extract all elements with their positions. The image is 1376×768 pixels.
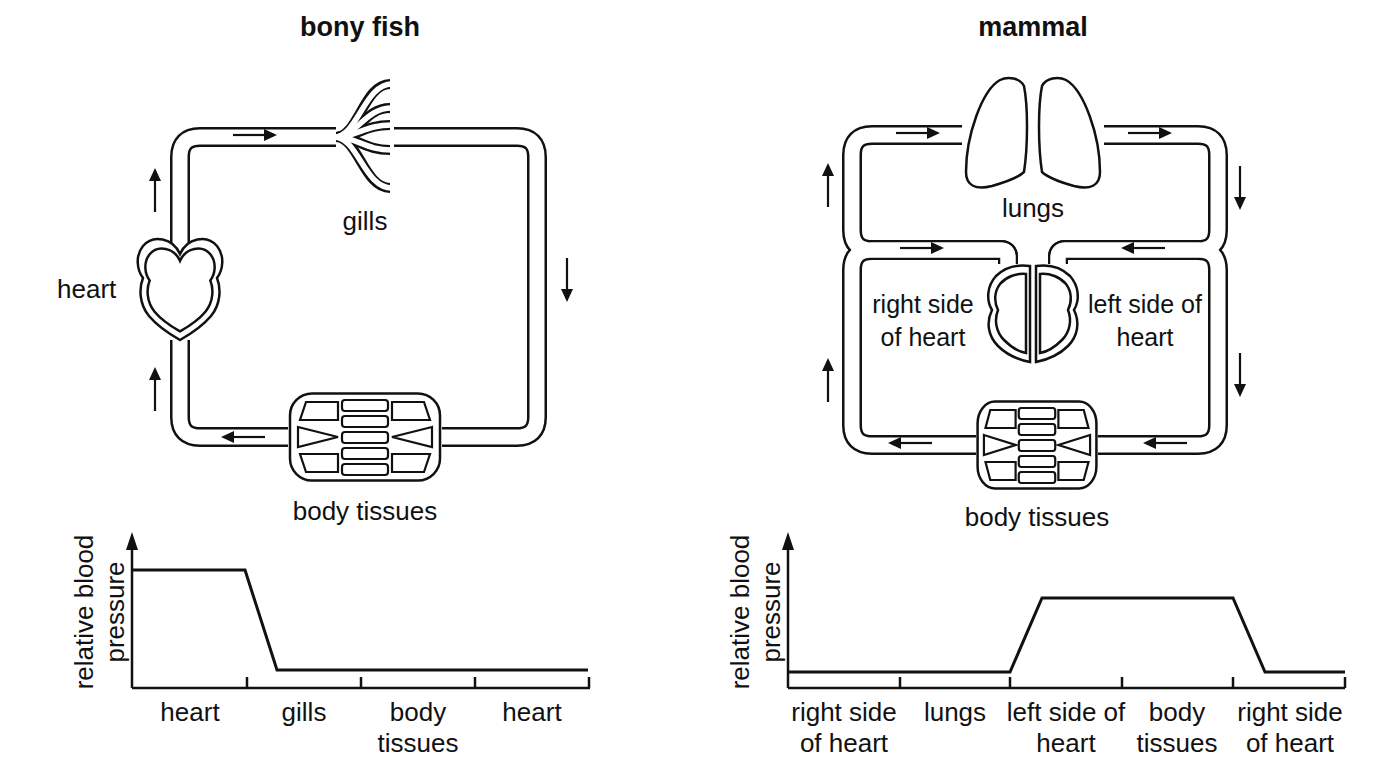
axis-title: relative blood pressure — [725, 521, 787, 703]
vessel-wall — [1058, 250, 1218, 445]
lungs-drawing — [962, 76, 1104, 192]
vessel-lumen — [394, 137, 537, 437]
tissue-drawing — [288, 392, 442, 482]
heart-half-drawing — [1034, 264, 1080, 364]
vessel-lumen — [180, 137, 336, 252]
organ-label: left side of heart — [1084, 288, 1206, 354]
vessel-wall — [180, 137, 336, 252]
pressure-line — [788, 598, 1345, 672]
lungs-organ: lungs — [962, 76, 1104, 226]
vessel-wall — [394, 137, 537, 437]
axis-arrow — [782, 532, 794, 550]
flow-arrow — [896, 127, 940, 139]
heart-drawing — [135, 234, 225, 342]
tissue-drawing — [976, 400, 1098, 490]
flow-arrow — [1234, 353, 1246, 397]
flow-arrow — [561, 258, 573, 302]
flow-arrow — [1128, 127, 1172, 139]
flow-arrow — [1143, 437, 1187, 449]
flow-arrow — [221, 431, 265, 443]
vessel-lumen — [180, 340, 288, 437]
axis-category: heart — [476, 697, 588, 728]
axis-category: body tissues — [1117, 697, 1237, 759]
flow-arrow — [233, 129, 277, 141]
heart-chamber: left side of heart — [1034, 264, 1204, 364]
gills-drawing — [336, 78, 394, 198]
panel-title: bony fish — [230, 12, 490, 43]
vessel-lumen — [1058, 250, 1218, 445]
tissue-organ: body tissues — [976, 400, 1098, 534]
axis-ticks — [900, 677, 1345, 688]
axis-ticks — [247, 677, 589, 688]
organ-label: gills — [343, 206, 388, 237]
flow-arrow — [149, 367, 161, 411]
heart-half-drawing — [986, 264, 1032, 364]
axis-category: heart — [134, 697, 246, 728]
axis-category: lungs — [899, 697, 1011, 728]
axis-category: gills — [248, 697, 360, 728]
pressure-line — [132, 570, 588, 670]
flow-arrow — [1121, 242, 1165, 254]
axis-category: right side of heart — [778, 697, 910, 759]
flow-arrow — [1234, 166, 1246, 210]
organ-label: body tissues — [965, 502, 1110, 533]
flow-arrow — [900, 242, 944, 254]
axis-title: relative blood pressure — [69, 521, 131, 703]
organ-label: right side of heart — [860, 288, 986, 354]
organ-label: lungs — [1002, 193, 1064, 224]
heart-organ: heart — [50, 252, 220, 340]
flow-arrow — [888, 437, 932, 449]
axis-category: body tissues — [358, 697, 478, 759]
organ-label: heart — [57, 274, 116, 305]
flow-arrow — [822, 358, 834, 402]
y-axis — [787, 548, 790, 688]
x-axis — [788, 687, 1345, 690]
heart-chamber: right side of heart — [866, 264, 1032, 364]
axis-category: left side of heart — [1000, 697, 1132, 759]
axis-category: right side of heart — [1224, 697, 1356, 759]
tissue-organ: body tissues — [288, 392, 442, 528]
flow-arrow — [822, 163, 834, 207]
vessel-wall — [180, 340, 288, 437]
axis-arrow — [126, 532, 138, 550]
panel-title: mammal — [903, 12, 1163, 43]
gills-organ: gills — [336, 78, 394, 238]
flow-arrow — [149, 168, 161, 212]
organ-label: body tissues — [293, 496, 438, 527]
